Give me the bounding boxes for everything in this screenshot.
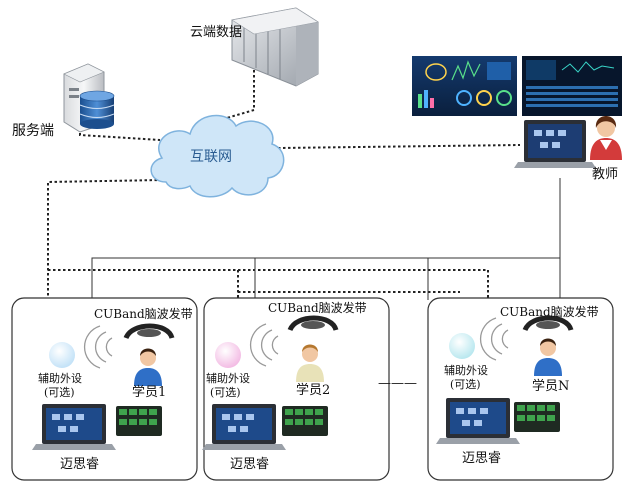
group-2-band-label: CUBand脑波发带 (268, 301, 367, 315)
ellipsis-dash: ——— (378, 376, 417, 391)
wireless-signal-icon (479, 317, 509, 361)
headband-icon (287, 315, 339, 332)
group-1-devices (32, 323, 175, 450)
link-top-bus (48, 269, 489, 300)
headband-icon (123, 323, 175, 340)
cloud-data-label: 云端数据 (190, 25, 243, 40)
group-1-band-label: CUBand脑波发带 (94, 307, 193, 321)
group-1-aux-label: 辅助外设 (38, 372, 82, 385)
group-n-devices (436, 315, 574, 444)
group-n-aux-label: 辅助外设 (444, 364, 488, 377)
link-cloud-data (219, 50, 255, 121)
group-1-student-label: 学员1 (132, 385, 167, 400)
link-group1-left (47, 179, 163, 300)
cloud-data-rack-icon (231, 7, 319, 87)
orb-peripheral-icon (215, 342, 241, 368)
laptop-icon (32, 404, 116, 450)
group-1-device-label: 迈思睿 (60, 457, 100, 472)
dashboard-screens (412, 56, 622, 116)
group-n-band-label: CUBand脑波发带 (500, 305, 599, 319)
group-n-optional-label: (可选) (450, 378, 481, 391)
group-n-student-label: 学员N (532, 379, 570, 394)
headband-icon (522, 315, 574, 332)
group-2-device-label: 迈思睿 (230, 457, 270, 472)
student-avatar-icon (534, 338, 562, 376)
tablet-icon (282, 406, 328, 436)
wireless-signal-icon (83, 325, 113, 369)
student-avatar-icon (296, 344, 324, 382)
teacher-person-icon (590, 116, 622, 160)
group-box-1 (11, 297, 198, 481)
group-2-student-label: 学员2 (296, 383, 331, 398)
group-1-optional-label: (可选) (44, 386, 75, 399)
group-2-optional-label: (可选) (210, 386, 241, 399)
group-2-aux-label: 辅助外设 (206, 372, 250, 385)
laptop-icon (202, 404, 286, 450)
tablet-icon (514, 402, 560, 432)
laptop-icon (436, 398, 520, 444)
server-label: 服务端 (12, 123, 54, 139)
group-n-device-label: 迈思睿 (462, 451, 502, 466)
internet-label: 互联网 (190, 149, 232, 165)
link-teacher (277, 144, 521, 149)
server-database-icon (63, 63, 115, 133)
group-2-devices (202, 315, 339, 450)
teacher-laptop-icon (514, 120, 596, 168)
orb-peripheral-icon (449, 333, 475, 359)
student-avatar-icon (134, 348, 162, 386)
wireless-signal-icon (249, 323, 279, 367)
teacher-label: 教师 (592, 167, 619, 182)
tablet-icon (116, 406, 162, 436)
solid-connections (91, 178, 561, 300)
orb-peripheral-icon (49, 342, 75, 368)
internet-cloud-icon (150, 114, 285, 198)
dotted-connections (47, 50, 521, 300)
